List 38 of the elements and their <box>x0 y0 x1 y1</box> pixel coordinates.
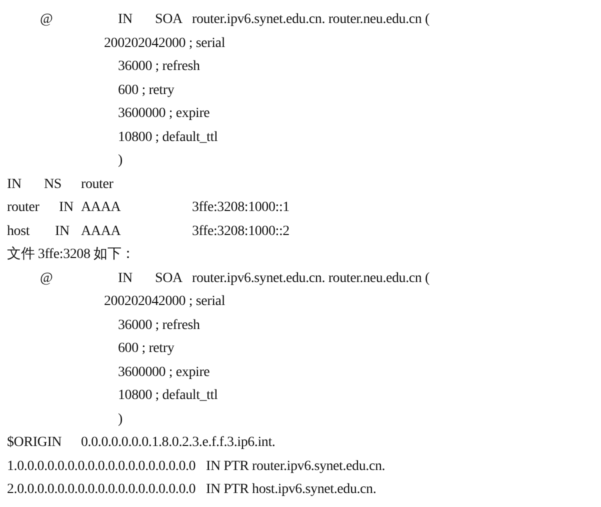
record-type: SOA <box>155 270 182 286</box>
record-type: AAAA <box>81 199 121 216</box>
note-text: 文件 3ffe:3208 如下： <box>7 246 135 263</box>
record-type: NS <box>44 176 62 192</box>
record-data: router.ipv6.synet.edu.cn. router.neu.edu.cn ( <box>192 11 430 28</box>
origin-domain: 0.0.0.0.0.0.0.1.8.0.2.3.e.f.f.3.ip6.int. <box>81 434 276 451</box>
record-class: IN <box>118 11 132 28</box>
expire-line: 3600000 ; expire <box>118 364 210 380</box>
ipv6-address: 3ffe:3208:1000::2 <box>192 222 290 240</box>
retry-line: 600 ; retry <box>118 82 174 98</box>
retry-line: 600 ; retry <box>118 340 174 357</box>
host-name: router <box>7 199 40 216</box>
refresh-line: 36000 ; refresh <box>118 316 200 334</box>
record-type: SOA <box>155 11 182 28</box>
expire-line: 3600000 ; expire <box>118 105 210 122</box>
record-class: IN <box>55 222 70 240</box>
host-name: host <box>7 222 30 240</box>
ttl-line: 10800 ; default_ttl <box>118 128 218 146</box>
at-sign: @ <box>40 270 53 286</box>
record-class: IN <box>118 270 132 286</box>
ptr-record: IN PTR router.ipv6.synet.edu.cn. <box>206 458 386 474</box>
record-class: IN <box>7 176 22 192</box>
serial-line: 200202042000 ; serial <box>104 293 226 310</box>
at-sign: @ <box>40 11 53 28</box>
ttl-line: 10800 ; default_ttl <box>118 387 218 404</box>
refresh-line: 36000 ; refresh <box>118 58 200 75</box>
reverse-name: 2.0.0.0.0.0.0.0.0.0.0.0.0.0.0.0.0.0.0 <box>7 481 196 498</box>
ptr-record: IN PTR host.ipv6.synet.edu.cn. <box>206 481 376 498</box>
serial-line: 200202042000 ; serial <box>104 34 226 52</box>
closing-paren: ) <box>118 152 122 169</box>
ipv6-address: 3ffe:3208:1000::1 <box>192 199 290 216</box>
record-class: IN <box>59 199 74 216</box>
origin-directive: $ORIGIN <box>7 434 62 451</box>
record-data: router.ipv6.synet.edu.cn. router.neu.edu.cn ( <box>192 270 430 286</box>
record-data: router <box>81 176 114 192</box>
reverse-name: 1.0.0.0.0.0.0.0.0.0.0.0.0.0.0.0.0.0.0 <box>7 458 196 474</box>
record-type: AAAA <box>81 222 121 240</box>
closing-paren: ) <box>118 410 122 428</box>
